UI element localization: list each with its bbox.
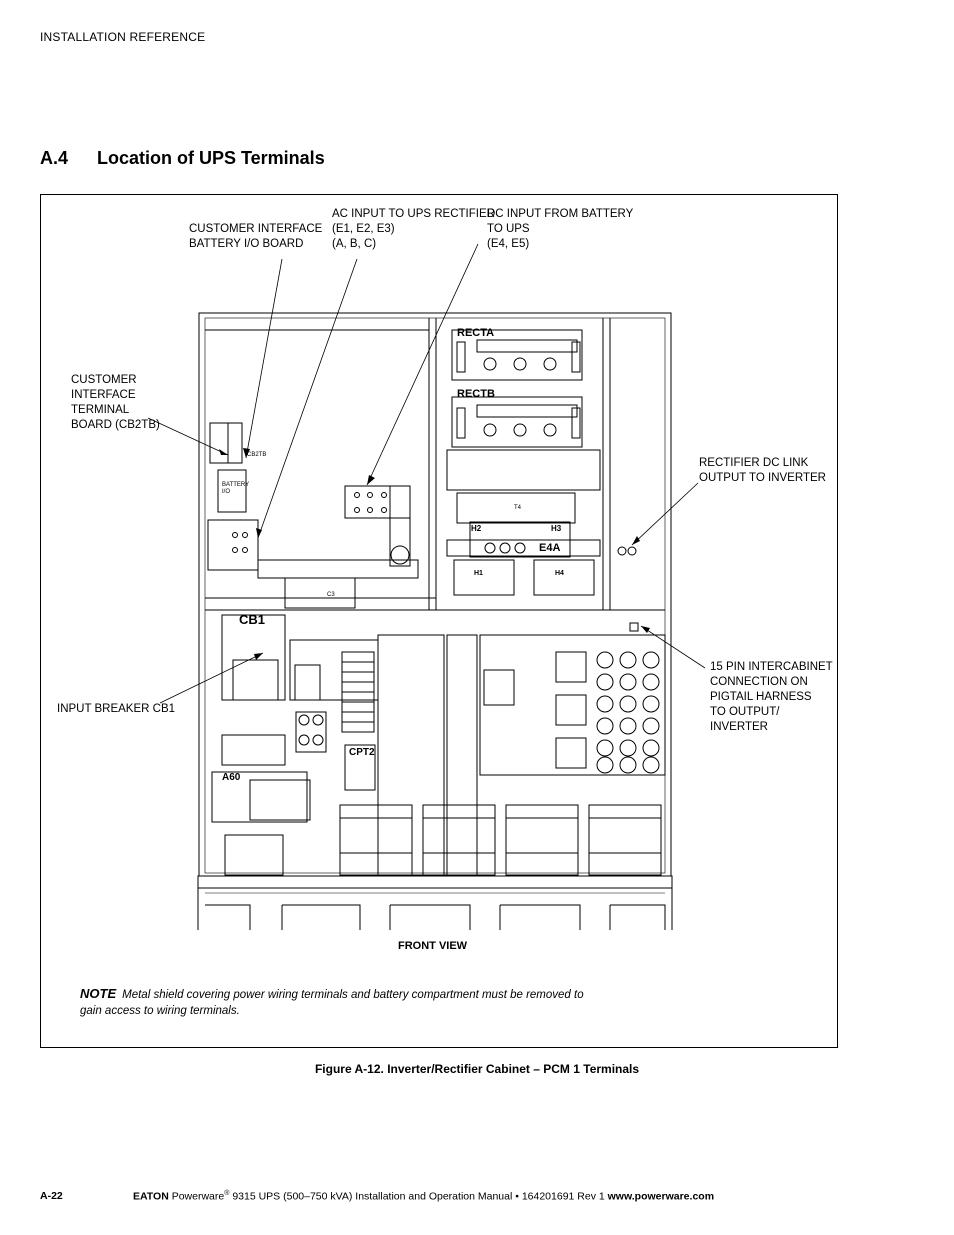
footer-website: www.powerware.com	[607, 1190, 715, 1203]
label-h3: H3	[551, 524, 562, 533]
label-rectb: RECTB	[457, 388, 495, 400]
footer-manual: 9315 UPS (500–750 kVA) Installation and …	[229, 1190, 608, 1203]
rect-a-assembly	[451, 329, 583, 381]
footer-text: EATON Powerware® 9315 UPS (500–750 kVA) …	[133, 1190, 714, 1203]
footer-brand: EATON	[133, 1190, 169, 1203]
rect-b-assembly	[451, 396, 583, 448]
label-h2: H2	[471, 524, 482, 533]
callout-customer-interface-terminal: CUSTOMER INTERFACE TERMINAL BOARD (CB2TB…	[71, 374, 160, 431]
callout-ac-input: AC INPUT TO UPS RECTIFIER (E1, E2, E3) (…	[332, 208, 495, 250]
note-label: NOTE	[80, 986, 117, 1001]
callout-rectifier-dc-link: RECTIFIER DC LINK OUTPUT TO INVERTER	[699, 457, 826, 484]
label-recta: RECTA	[457, 327, 495, 339]
section-title: A.4 Location of UPS Terminals	[40, 148, 325, 169]
wire-channels	[377, 634, 478, 876]
figure-caption: Figure A-12. Inverter/Rectifier Cabinet …	[314, 1062, 640, 1076]
fuse-panel	[249, 639, 379, 821]
label-cb2tb: CB2TB	[247, 452, 267, 458]
label-c3: C3	[327, 592, 335, 598]
footer-registered: ®	[224, 1190, 230, 1197]
section-number: A.4	[40, 148, 69, 168]
callout-customer-interface-battery: CUSTOMER INTERFACE BATTERY I/O BOARD	[189, 223, 323, 250]
callout-intercabinet: 15 PIN INTERCABINET CONNECTION ON PIGTAI…	[710, 661, 833, 733]
label-h4: H4	[555, 570, 564, 577]
label-cb1: CB1	[239, 612, 266, 627]
label-cpt2: CPT2	[349, 747, 375, 758]
dc-link-assembly	[446, 449, 637, 596]
customer-interface-boards	[207, 422, 259, 571]
running-head: INSTALLATION REFERENCE	[40, 30, 206, 44]
cabinet-outline	[197, 312, 673, 930]
capacitor-bank	[479, 622, 666, 776]
leader-lines	[147, 243, 706, 704]
label-battery-io: BATTERY I/O	[222, 482, 250, 495]
label-e4a: E4A	[539, 542, 561, 554]
label-a60: A60	[222, 772, 241, 783]
callout-dc-input: DC INPUT FROM BATTERY TO UPS (E4, E5)	[487, 208, 634, 250]
ac-input-bus	[257, 485, 419, 609]
callout-input-breaker: INPUT BREAKER CB1	[57, 703, 176, 715]
label-t4: T4	[514, 505, 522, 511]
footer-product: Powerware	[171, 1190, 225, 1203]
output-inductors	[339, 804, 662, 876]
label-h1: H1	[474, 570, 483, 577]
leader-arrowheads	[219, 448, 650, 660]
section-title-text: Location of UPS Terminals	[97, 148, 325, 168]
cabinet-dividers	[205, 318, 665, 611]
figure-frame	[40, 194, 838, 1048]
cb1-breaker	[211, 614, 308, 876]
note-text: Metal shield covering power wiring termi…	[80, 989, 584, 1017]
front-view-label: FRONT VIEW	[398, 940, 468, 952]
page-number: A-22	[40, 1190, 63, 1202]
